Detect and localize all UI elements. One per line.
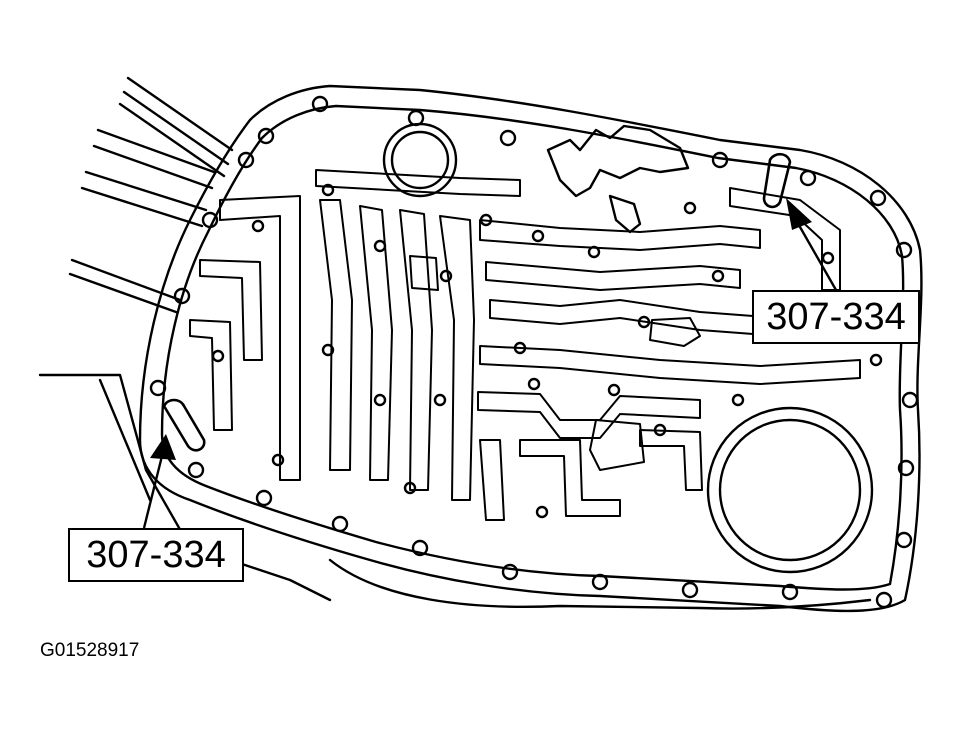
leader-arrow-left	[142, 434, 176, 529]
gasket-outline	[138, 84, 923, 613]
tool-callout-right: 307-334	[752, 290, 920, 344]
bore-top	[382, 122, 458, 198]
gasket-inner-outline	[160, 104, 905, 591]
alignment-pin-right	[762, 152, 792, 209]
bolt-holes	[149, 95, 919, 609]
figure-id: G01528917	[40, 640, 140, 661]
ports	[211, 183, 883, 519]
tool-callout-left: 307-334	[68, 528, 244, 582]
linkage-bracket	[546, 124, 690, 198]
alignment-pin-left	[162, 398, 206, 452]
leader-arrow-right	[786, 198, 838, 291]
bore-large	[706, 406, 874, 574]
case-lines	[38, 76, 872, 610]
